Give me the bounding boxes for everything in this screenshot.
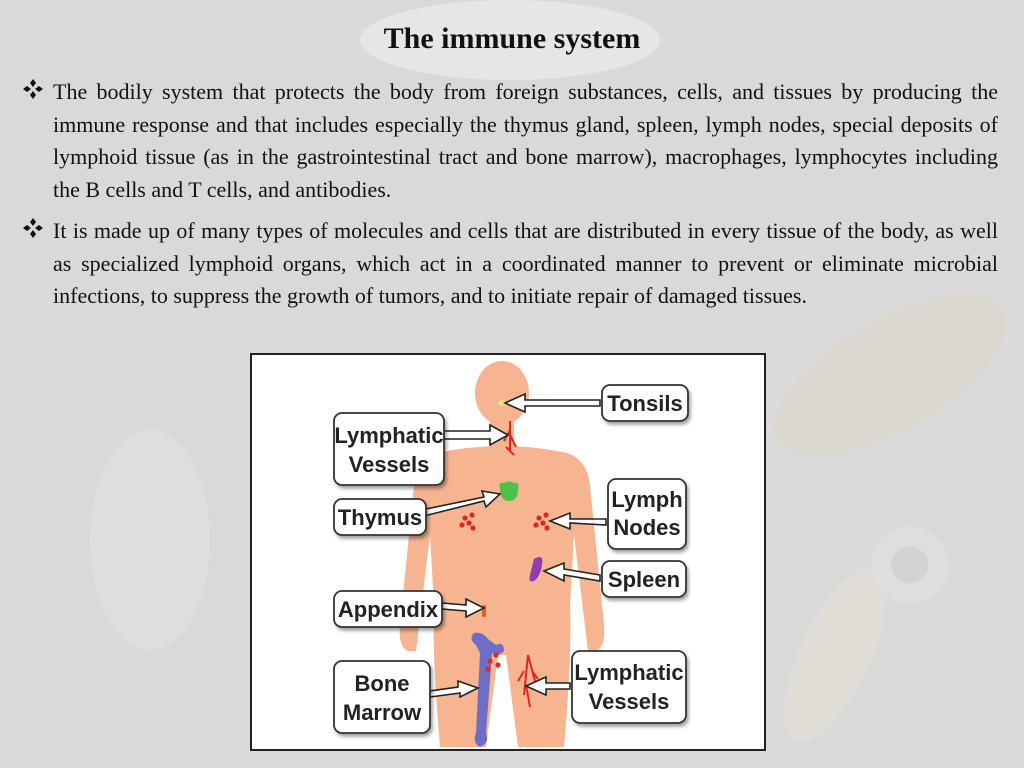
tonsils-label: Tonsils (607, 391, 682, 416)
thymus-label: Thymus (338, 505, 422, 530)
lymphatic-vessels-left-label-line1: Lymphatic (334, 423, 443, 448)
lymphatic-vessels-left-label-box (333, 412, 445, 486)
arrow-bone-marrow (429, 679, 481, 699)
lymphatic-vessels-leg (517, 654, 539, 708)
tonsils-mark (498, 400, 506, 406)
immune-system-diagram: Tonsils Lymphatic Vessels Thymus Lymph N… (250, 353, 766, 751)
arrow-appendix (441, 597, 486, 619)
bullet-text: The bodily system that protects the body… (53, 79, 998, 202)
diamond-bullet-icon (23, 218, 43, 238)
lymph-nodes-label-line1: Lymph (611, 487, 682, 512)
tonsils-label-box (601, 384, 689, 422)
label-arrows (425, 392, 607, 699)
lymph-nodes-left (459, 512, 476, 531)
thymus-organ (499, 481, 519, 501)
background-flower-shape (865, 520, 955, 610)
appendix-label-box (333, 590, 443, 628)
thymus-label-box (333, 498, 427, 536)
lymph-nodes-label-line2: Nodes (613, 515, 680, 540)
spleen-organ (529, 557, 543, 582)
arrow-lymphatic-vessels-leg (524, 675, 571, 697)
spleen-label: Spleen (608, 567, 680, 592)
arrow-lymphatic-vessels-neck (443, 423, 510, 447)
lymphatic-vessels-right-label-line2: Vessels (589, 689, 670, 714)
slide-title: The immune system (383, 22, 641, 55)
bullet-item: The bodily system that protects the body… (22, 76, 998, 206)
lymph-nodes-groin (485, 652, 501, 672)
bullet-list: The bodily system that protects the body… (22, 76, 998, 322)
arrow-lymph-nodes (547, 511, 607, 531)
lymphatic-vessels-left-label-line2: Vessels (349, 452, 430, 477)
bone-marrow-label-box (333, 660, 431, 734)
background-leaf-shape (90, 430, 210, 650)
lymph-nodes-right (533, 512, 550, 531)
bullet-text: It is made up of many types of molecules… (53, 218, 998, 308)
background-leaf-shape (360, 0, 660, 80)
spleen-label-box (601, 560, 687, 598)
bone-marrow-label-line1: Bone (355, 671, 410, 696)
bone-marrow-femur (471, 632, 504, 747)
lymph-nodes-label-box (607, 478, 687, 550)
bone-marrow-label-line2: Marrow (343, 700, 422, 725)
appendix-label: Appendix (338, 597, 439, 622)
diagram-canvas: Tonsils Lymphatic Vessels Thymus Lymph N… (333, 361, 689, 747)
diamond-bullet-icon (23, 79, 43, 99)
arrow-spleen (542, 561, 601, 583)
bullet-item: It is made up of many types of molecules… (22, 215, 998, 313)
lymphatic-vessels-right-label-line1: Lymphatic (574, 660, 683, 685)
arrow-tonsils (503, 392, 601, 414)
lymphatic-vessels-right-label-box (571, 650, 687, 724)
arrow-thymus (425, 489, 502, 516)
